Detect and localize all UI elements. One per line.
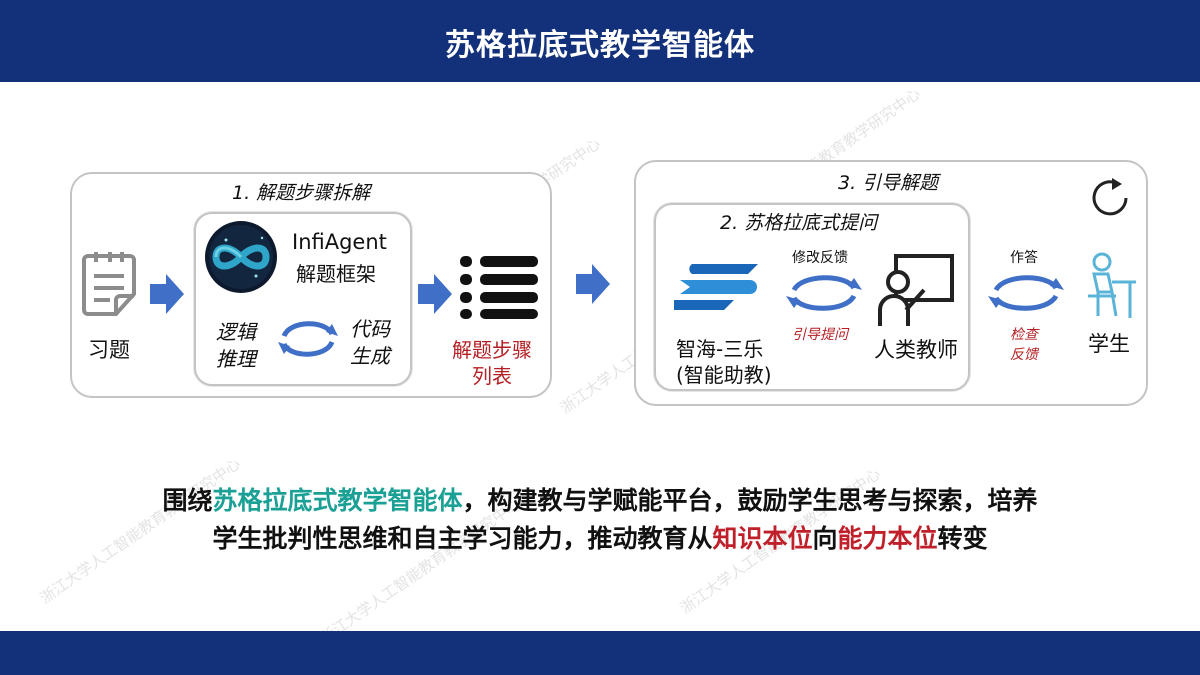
step3-title: 3. 引导解题 (838, 172, 939, 194)
loop-left-label-1: 逻辑 (216, 320, 256, 344)
exercise-label: 习题 (88, 338, 130, 362)
loop-left-label-2: 推理 (216, 347, 256, 371)
steps-list-label-2: 列表 (472, 364, 512, 388)
header-bar: 苏格拉底式教学智能体 (0, 0, 1200, 82)
check-label-1: 检查 (1010, 327, 1038, 343)
step2-title: 2. 苏格拉底式提问 (720, 212, 878, 234)
cycle-arrows-icon (278, 321, 338, 357)
infiagent-logo-icon (205, 221, 277, 293)
exercise-document-icon (82, 252, 136, 316)
flow-arrow-icon (576, 264, 610, 304)
caption-text: 转变 (937, 524, 988, 553)
page-title: 苏格拉底式教学智能体 (445, 28, 755, 63)
zhihai-logo-icon (674, 264, 758, 310)
caption-text: ，构建教与学赋能平台，鼓励学生思考与探索，培养 (462, 486, 1038, 515)
infiagent-panel (194, 212, 412, 386)
assistant-role: (智能助教) (676, 363, 772, 387)
student-label: 学生 (1088, 332, 1130, 356)
caption-line-2: 学生批判性思维和自主学习能力，推动教育从知识本位向能力本位转变 (60, 520, 1140, 558)
caption-line-1: 围绕苏格拉底式教学智能体，构建教与学赋能平台，鼓励学生思考与探索，培养 (60, 482, 1140, 520)
cycle-arrows-icon (786, 275, 862, 311)
loop-right-label-2: 生成 (350, 344, 390, 368)
caption-highlight: 知识本位 (712, 524, 813, 553)
list-icon (460, 256, 538, 319)
caption-text: 学生批判性思维和自主学习能力，推动教育从 (212, 524, 713, 553)
flow-arrow-icon (418, 274, 452, 314)
teacher-icon (878, 254, 954, 326)
steps-list-label-1: 解题步骤 (452, 338, 532, 362)
refresh-icon (1092, 178, 1128, 216)
caption-text: 向 (812, 524, 838, 553)
caption-highlight: 能力本位 (837, 524, 938, 553)
student-icon (1088, 252, 1136, 318)
assistant-name: 智海-三乐 (676, 337, 764, 361)
caption-highlight: 苏格拉底式教学智能体 (212, 486, 463, 515)
cycle-arrows-icon (988, 275, 1064, 311)
caption-text: 围绕 (162, 486, 213, 515)
step1-title: 1. 解题步骤拆解 (232, 182, 371, 204)
loop-right-label-1: 代码 (350, 317, 390, 341)
answer-label: 作答 (1010, 250, 1038, 266)
feedback-label: 修改反馈 (792, 250, 848, 266)
footer-bar (0, 631, 1200, 675)
guide-question-label: 引导提问 (792, 327, 848, 343)
check-label-2: 反馈 (1010, 347, 1038, 363)
teacher-label: 人类教师 (874, 338, 958, 362)
flow-arrow-icon (150, 274, 184, 314)
infiagent-subtitle: 解题框架 (296, 262, 376, 286)
infiagent-name: InfiAgent (292, 230, 387, 254)
